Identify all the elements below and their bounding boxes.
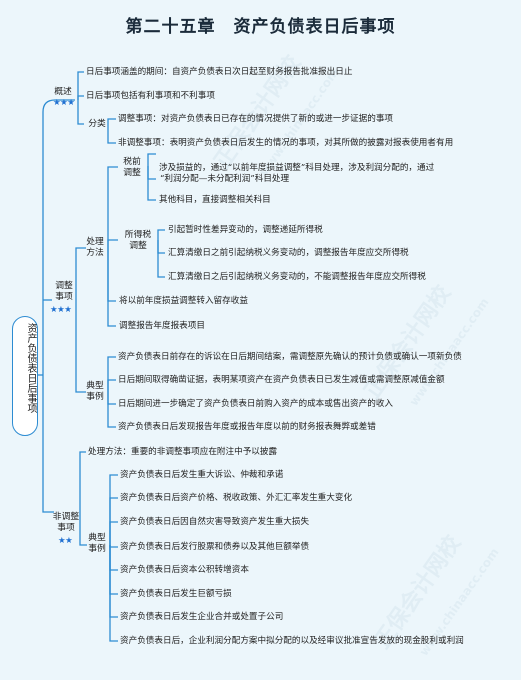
incometax-item: 汇算清缴日之前引起纳税义务变动的，调整报告年度应交所得税 [168,248,409,258]
nonadjusting-label-line: 事项 [57,523,75,533]
incometax-label-line: 所得税 [124,230,152,240]
nonadjusting-example-item: 资产负债表日后发行股票和债券以及其他巨额举债 [120,542,310,552]
overview-item: 日后事项涵盖的期间：自资产负债表日次日起至财务报告批准报出日止 [86,67,353,77]
incometax-item: 引起暂时性差异变动的，调整递延所得税 [168,225,323,235]
nonadjusting-example-item: 资产负债表日后发生巨额亏损 [120,589,232,599]
adjusting-example-item: 资产负债表日前存在的诉讼在日后期间结案，需调整原先确认的预计负债或确认一项新负债 [118,352,462,362]
page-title: 第二十五章 资产负债表日后事项 [125,17,396,37]
adjusting-example-item: 资产负债表日后发现报告年度或报告年度以前的财务报表舞弊或差错 [118,422,376,432]
examples-label-line: 事例 [86,392,104,402]
nonadjusting-stars: ★★ [58,536,73,546]
root-node: 资产负债表日后事项 [12,316,38,436]
pretax-item: “利润分配—未分配利润”科目处理 [160,174,290,184]
pretax-label-line: 调整 [123,168,141,178]
method-label-line: 处理 [86,237,104,247]
adjusting-label-line: 事项 [55,292,73,302]
incometax-item: 汇算清缴日之后引起纳税义务变动的，不能调整报告年度应交所得税 [168,272,426,282]
incometax-label-line: 调整 [129,241,147,251]
overview-stars: ★★★ [53,98,75,108]
adjusting-label: 调整 事项 [52,281,76,303]
adjusting-example-item: 日后期间取得确凿证据，表明某项资产在资产负债表日已发生减值或需调整原减值金额 [118,375,445,385]
overview-item: 日后事项包括有利事项和不利事项 [86,91,215,101]
classify-item: 非调整事项：表明资产负债表日后发生的情况的事项，对其所做的披露对报表使用者有用 [118,138,454,148]
nonadjusting-example-item: 资产负债表日后发生重大诉讼、仲裁和承诺 [120,470,284,480]
classify-item: 调整事项：对资产负债表日已存在的情况提供了新的或进一步证据的事项 [118,114,394,124]
examples-label-line: 典型 [88,533,106,543]
adjusting-examples-label: 典型 事例 [84,381,106,403]
adjusting-example-item: 日后期间进一步确定了资产负债表日前购入资产的成本或售出资产的收入 [118,399,394,409]
nonadjusting-method: 处理方法：重要的非调整事项应在附注中予以披露 [88,447,278,457]
examples-label-line: 事例 [88,544,106,554]
pretax-label-line: 税前 [123,157,141,167]
method-label: 处理 方法 [84,237,106,259]
root-label: 资产负债表日后事项 [25,323,36,413]
classify-label: 分类 [88,119,106,129]
nonadjusting-example-item: 资产负债表日后因自然灾害导致资产发生重大损失 [120,517,310,527]
incometax-label: 所得税 调整 [120,230,156,252]
nonadjusting-examples-label: 典型 事例 [86,533,108,555]
examples-label-line: 典型 [86,381,104,391]
pretax-label: 税前 调整 [120,157,144,179]
nonadjusting-label-line: 非调整 [52,512,80,522]
nonadjusting-label: 非调整 事项 [52,512,80,534]
pretax-item: 涉及损益的，通过“以前年度损益调整”科目处理，涉及利润分配的，通过 [159,163,435,173]
nonadjusting-example-item: 资产负债表日后发生企业合并或处置子公司 [120,612,284,622]
method-extra-item: 将以前年度损益调整转入留存收益 [119,296,248,306]
pretax-item: 其他科目，直接调整相关科目 [159,195,271,205]
adjusting-stars: ★★★ [50,305,72,315]
adjusting-label-line: 调整 [55,281,73,291]
overview-label: 概述 [54,87,72,97]
nonadjusting-example-item: 资产负债表日后，企业利润分配方案中拟分配的以及经审议批准宣告发放的现金股利或利润 [120,636,464,646]
method-label-line: 方法 [86,248,104,258]
nonadjusting-example-item: 资产负债表日后资产价格、税收政策、外汇汇率发生重大变化 [120,493,353,503]
method-extra-item: 调整报告年度报表项目 [119,321,205,331]
nonadjusting-example-item: 资产负债表日后资本公积转增资本 [120,565,249,575]
